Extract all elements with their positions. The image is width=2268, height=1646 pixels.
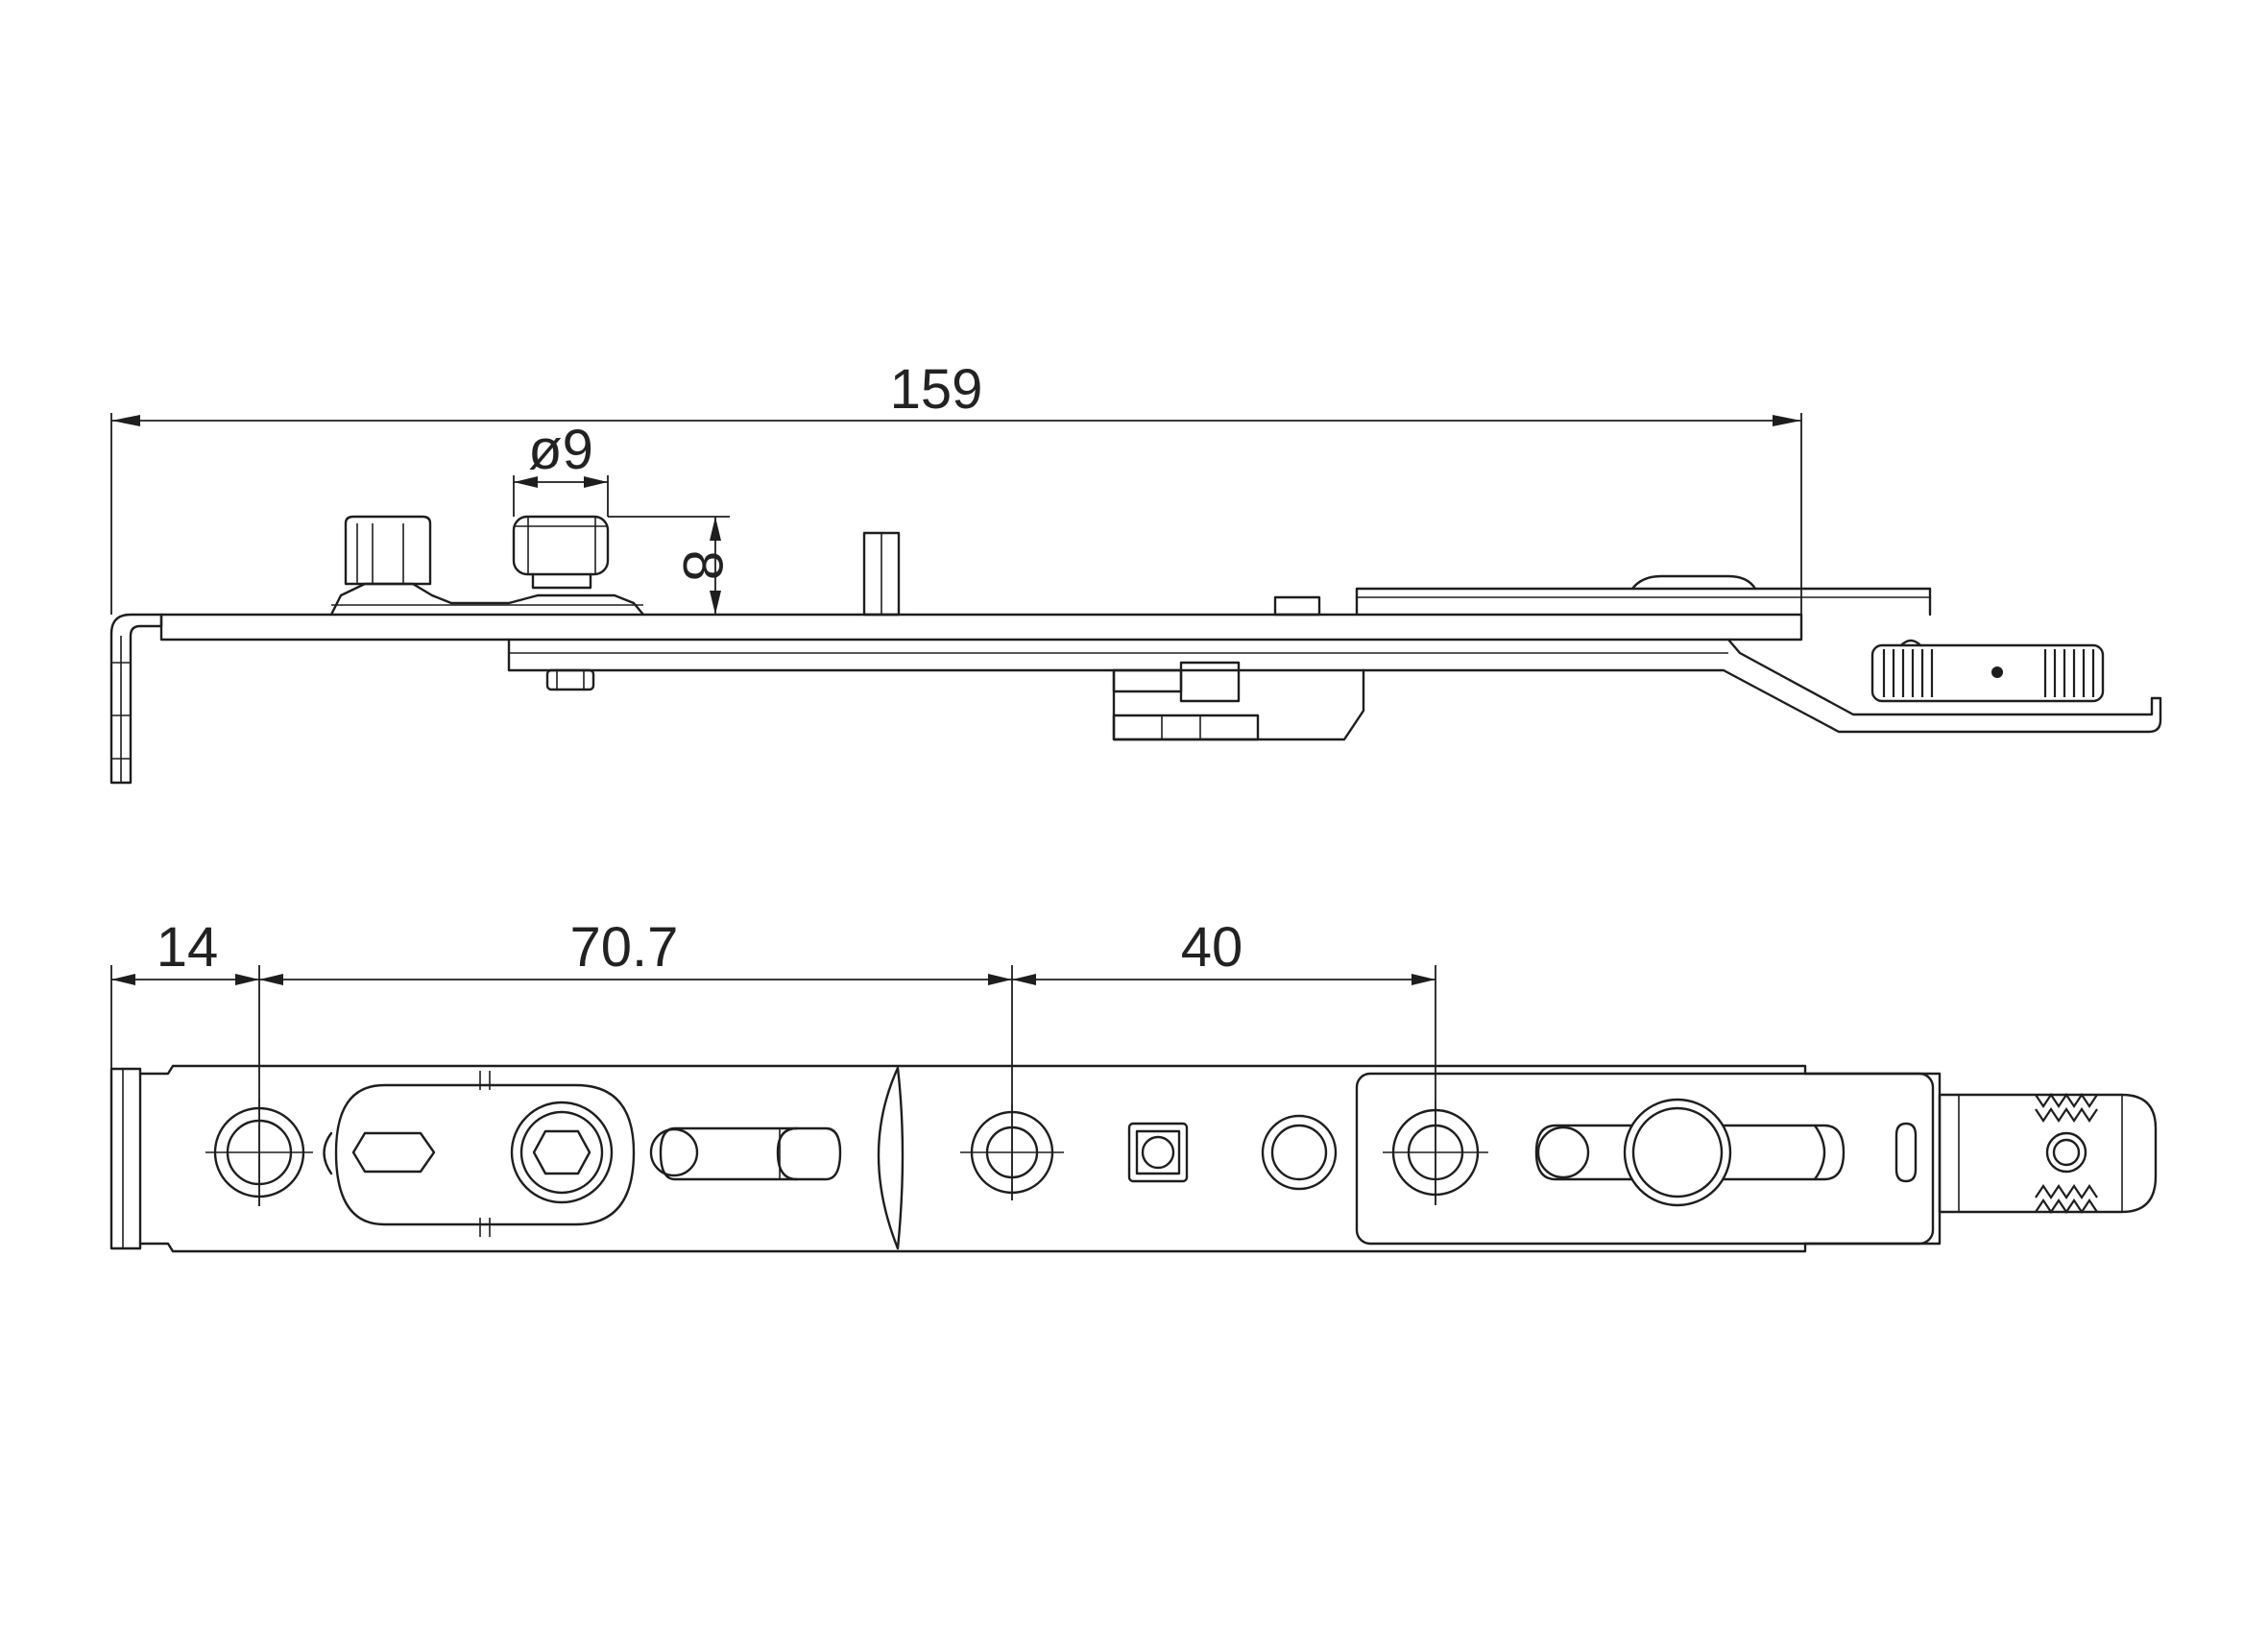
plan-view: 14 70.7 40: [109, 916, 2158, 1253]
label-pin-diameter: ø9: [528, 419, 593, 481]
dimension-pin-height: 8: [608, 516, 734, 616]
dimension-pin-diameter: ø9: [513, 419, 609, 517]
label-pin-height: 8: [671, 550, 734, 581]
cover-plate-side: [1355, 587, 1932, 617]
threaded-end-plan: [1938, 1093, 2158, 1214]
dimension-chain-plan: 14 70.7 40: [110, 916, 1436, 1206]
label-hole-spacing-1: 70.7: [570, 916, 679, 979]
cover-plate-plan: [1355, 1072, 1935, 1246]
ring-plan: [1261, 1114, 1338, 1191]
dimension-overall-length: 159: [110, 358, 1802, 638]
divider-lens-plan: [877, 1066, 905, 1250]
label-first-hole-offset: 14: [157, 916, 219, 979]
label-hole-spacing-2: 40: [1181, 916, 1243, 979]
slider-bar-side: [507, 638, 2162, 734]
locking-pin-side: [512, 515, 610, 576]
small-slot-plan: [1894, 1122, 1918, 1183]
knurled-knob-side: [1870, 639, 2105, 703]
end-tab-side: [109, 613, 163, 785]
label-overall-length: 159: [890, 358, 983, 421]
slot-1: [649, 1126, 842, 1181]
roller-cam-side: [344, 515, 432, 586]
main-bar-side: [159, 613, 1803, 641]
cam-assembly-plan: [323, 1071, 636, 1237]
screw-head-side: [545, 668, 595, 691]
end-tab-plan: [109, 1067, 142, 1250]
side-view: 159 ø9 8: [109, 358, 2162, 785]
roller-base-side: [329, 582, 645, 617]
slot-2: [1534, 1098, 1846, 1207]
square-nut-plan: [1127, 1122, 1189, 1183]
